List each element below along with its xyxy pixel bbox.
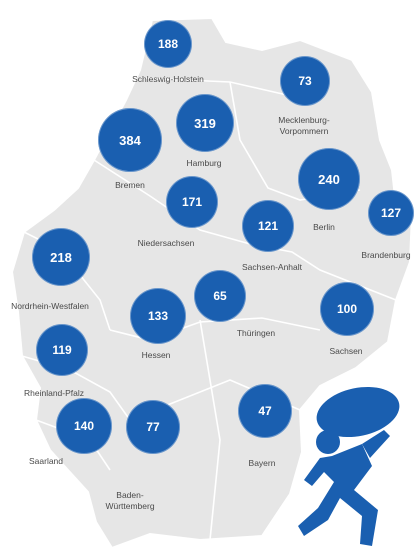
label-sachsen-anhalt: Sachsen-Anhalt	[241, 262, 303, 272]
label-niedersachsen: Niedersachsen	[137, 238, 195, 248]
burglar-with-sack-icon	[298, 386, 400, 546]
label-mecklenburg-vorpommern: Mecklenburg- Vorpommern	[278, 115, 330, 136]
label-baden-wuerttemberg: Baden- Württemberg	[105, 490, 155, 511]
label-brandenburg: Brandenburg	[361, 250, 411, 260]
label-thueringen: Thüringen	[236, 328, 276, 338]
label-bremen: Bremen	[115, 180, 145, 190]
label-schleswig-holstein: Schleswig-Holstein	[132, 74, 204, 84]
bubble-sachsen-anhalt: 121	[242, 200, 294, 252]
label-rheinland-pfalz: Rheinland-Pfalz	[23, 388, 85, 398]
bubble-bayern: 47	[238, 384, 292, 438]
bubble-baden-wuerttemberg: 77	[126, 400, 180, 454]
label-sachsen: Sachsen	[329, 346, 363, 356]
label-berlin: Berlin	[313, 222, 335, 232]
bubble-saarland: 140	[56, 398, 112, 454]
bubble-niedersachsen: 171	[166, 176, 218, 228]
bubble-nordrhein-westfalen: 218	[32, 228, 90, 286]
bubble-berlin: 240	[298, 148, 360, 210]
label-nordrhein-westfalen: Nordrhein-Westfalen	[11, 301, 89, 311]
bubble-sachsen: 100	[320, 282, 374, 336]
bubble-brandenburg: 127	[368, 190, 414, 236]
bubble-bremen: 384	[98, 108, 162, 172]
bubble-mecklenburg-vorpommern: 73	[280, 56, 330, 106]
label-hamburg: Hamburg	[186, 158, 222, 168]
bubble-hessen: 133	[130, 288, 186, 344]
bubble-thueringen: 65	[194, 270, 246, 322]
bubble-hamburg: 319	[176, 94, 234, 152]
label-bayern: Bayern	[248, 458, 276, 468]
label-saarland: Saarland	[28, 456, 64, 466]
bubble-schleswig-holstein: 188	[144, 20, 192, 68]
label-hessen: Hessen	[141, 350, 171, 360]
bubble-rheinland-pfalz: 119	[36, 324, 88, 376]
